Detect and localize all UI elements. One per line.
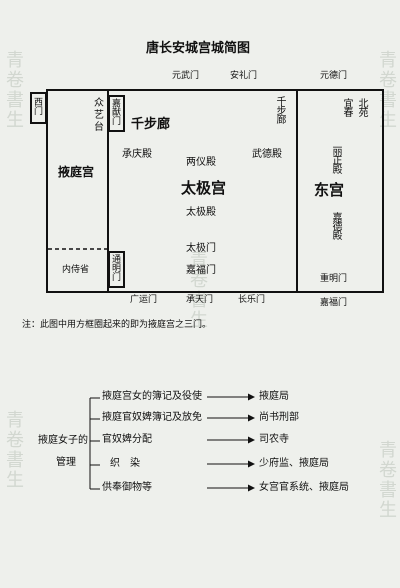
lizheng-dian: 丽正殿 [330,146,341,173]
chart-root-line1: 掖庭女子的 [38,435,88,446]
map-border-bottom [46,291,384,293]
task-4: 供奉御物等 [102,482,152,493]
neishi-sheng: 内侍省 [62,265,90,275]
map-border-top [46,89,384,91]
wude-dian: 武德殿 [252,149,282,160]
donggong: 东宫 [314,181,345,199]
boxed-gate-top: 嘉猷门 [108,95,125,132]
dept-2: 司农寺 [259,434,289,445]
dept-3: 少府监、掖庭局 [259,458,329,469]
gate-changle: 长乐门 [238,295,266,305]
watermark-left-top: 青卷書生 [3,50,24,130]
gate-guangyun: 广运门 [130,295,158,305]
gate-west: 西门 [32,97,42,115]
gate-yuanwu: 元武门 [172,71,200,81]
north-garden: 北苑 [356,98,367,116]
map-border-right [382,89,384,293]
watermark-left-bottom: 青卷書生 [3,410,24,490]
task-1: 掖庭官奴婢簿记及放免 [102,412,202,423]
yichun: 宜春 [341,98,352,116]
gate-chengtian: 承天门 [186,295,214,305]
dept-0: 掖庭局 [259,391,289,402]
watermark-right-bottom: 青卷書生 [376,440,397,520]
liangyi-dian: 两仪殿 [186,157,216,168]
task-0: 掖庭宫女的簿记及役使 [102,391,202,402]
chart-root-line2: 管理 [56,457,76,468]
watermark-center: 青卷書生 [187,250,208,330]
chengqing-dian: 承庆殿 [122,149,152,160]
gate-west-box: 西门 [30,92,47,124]
qianbu-lang-right: 千步廊 [274,96,285,123]
divider-donggong [296,89,298,293]
dept-1: 尚书刑部 [259,412,299,423]
gate-jiafu-bottom: 嘉福门 [320,298,348,308]
taiji-dian: 太极殿 [186,207,216,218]
qianbu-lang-main: 千步廊 [131,117,171,132]
map-title: 唐长安城宫城简图 [146,41,251,56]
jiafu-men: 嘉福门 [186,265,216,276]
map-border-left [46,89,48,293]
yeting-gong: 掖庭宫 [58,165,95,179]
task-2: 官奴婢分配 [102,434,152,445]
map-note: 注：此图中用方框圈起来的即为掖庭宫之三门。 [22,320,212,330]
zhongyi-tai: 众艺台 [94,98,104,133]
dept-4: 女宫官系统、掖庭局 [259,482,349,493]
gate-yuande: 元德门 [320,71,348,81]
gate-anli: 安礼门 [230,71,258,81]
taiji-gong: 太极宫 [181,179,227,197]
chongming-men: 重明门 [320,274,348,284]
watermark-right-top: 青卷書生 [376,50,397,130]
jiade-dian: 嘉德殿 [330,212,341,239]
divider-yeting [107,89,109,293]
boxed-gate-bottom: 通明门 [108,251,125,288]
taiji-men: 太极门 [186,243,216,254]
task-3: 织 染 [110,458,140,469]
